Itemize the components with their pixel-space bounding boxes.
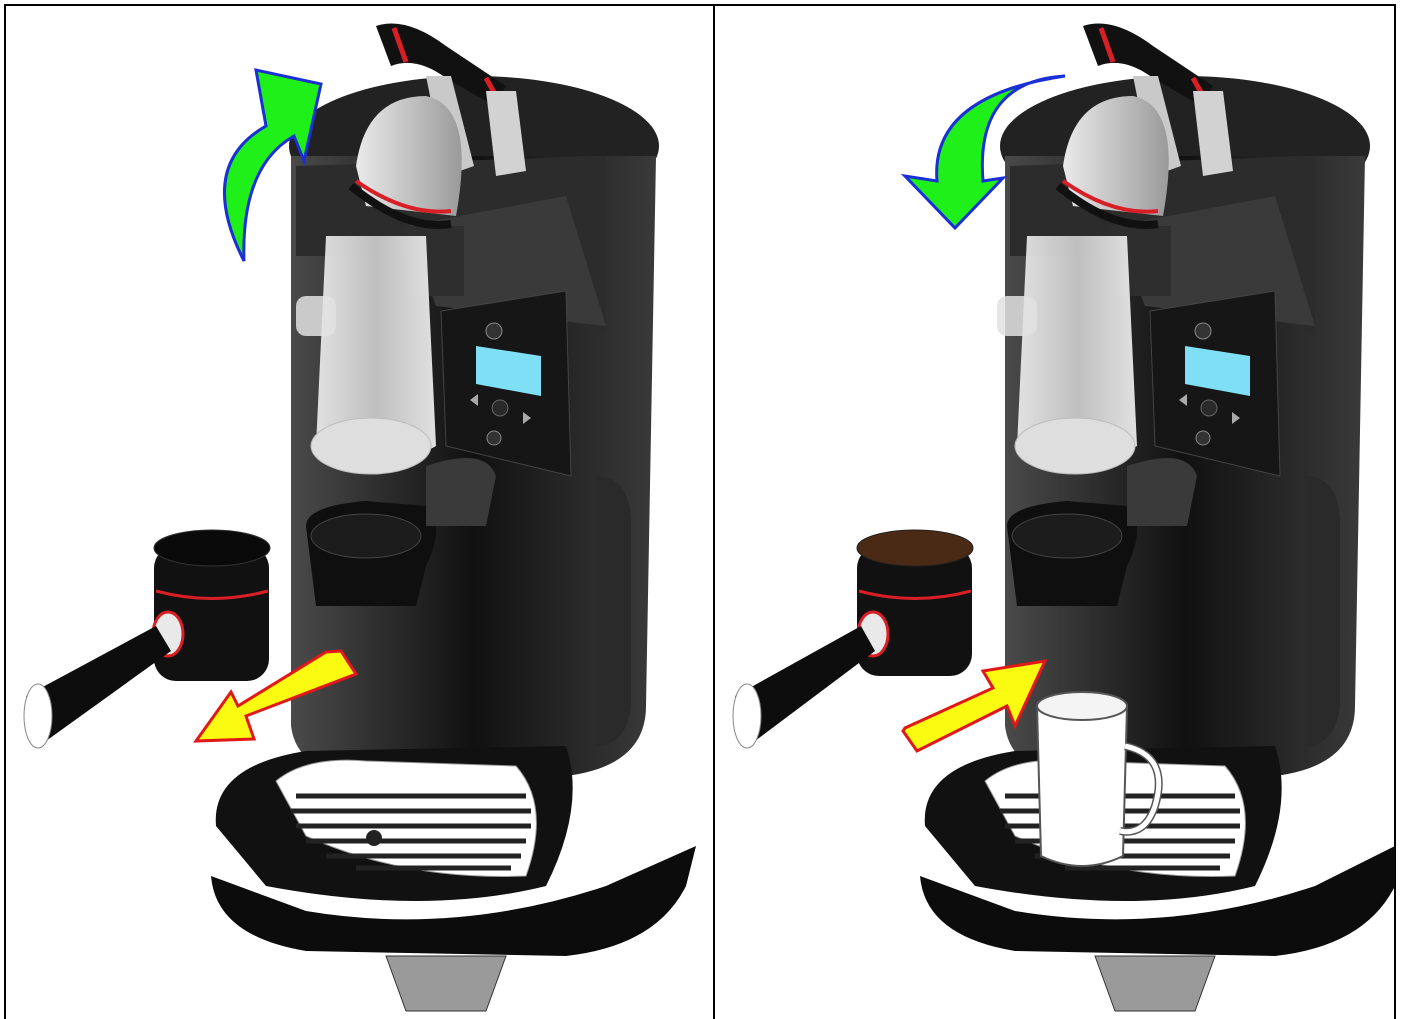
control-panel: [1150, 291, 1280, 476]
grinder-illustration-left: [6, 6, 714, 1019]
drip-tray: [216, 746, 573, 901]
grinder-illustration-right: [715, 6, 1395, 1019]
cup-button-icon: [487, 431, 501, 445]
logo-icon: [486, 323, 502, 339]
panel-right: [714, 4, 1396, 1019]
logo-icon: [1195, 323, 1211, 339]
control-panel: [441, 291, 571, 476]
cup-button-icon: [1196, 431, 1210, 445]
drain-hole: [366, 830, 382, 846]
center-button-icon: [492, 400, 508, 416]
coffee-grounds: [857, 530, 973, 566]
panel-left: [4, 4, 714, 1019]
center-button-icon: [1201, 400, 1217, 416]
portafilter-handle-tip: [733, 684, 761, 748]
portafilter-handle-tip: [24, 684, 52, 748]
